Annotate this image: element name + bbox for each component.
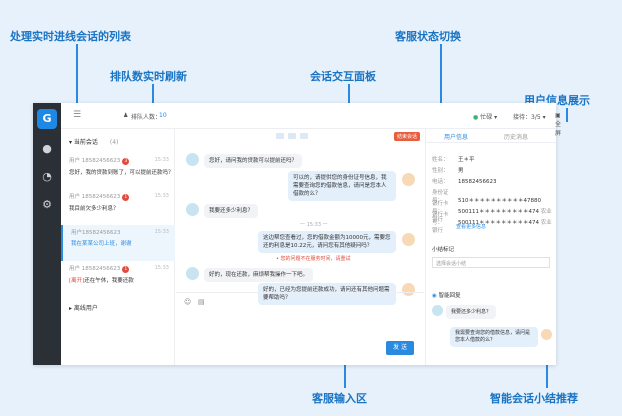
unread-badge: 3 — [122, 158, 130, 165]
list-item-time: 15:33 — [154, 157, 169, 163]
status-dot-icon: ● — [473, 114, 479, 121]
annotation-status: 客服状态切换 — [395, 30, 461, 43]
info-row: 姓名：王＊平 — [432, 157, 475, 163]
info-row: 银行卡号：500111＊＊＊＊＊＊＊＊＊474 农业银行 — [432, 212, 552, 234]
avatar — [402, 233, 415, 246]
summary-label: 小结标记 — [432, 247, 455, 253]
queue-count: 10 — [159, 112, 167, 119]
chat-message: 这边帮您查看过，您的借款金额为10000元，需要您还的利息是10.22元，请问您… — [258, 231, 396, 253]
current-section-header[interactable]: ▾ 当前会话 (4) — [69, 139, 119, 146]
avatar — [402, 173, 415, 186]
list-item-message: 您好，我的贷款到账了，可以提前还款吗？ — [69, 170, 174, 176]
tab-history[interactable]: 历史消息 — [504, 134, 529, 141]
chat-icon[interactable]: ● — [42, 142, 52, 155]
list-item-message: [离开]还在午休，我要还款 — [69, 278, 134, 284]
gear-icon[interactable]: ⚙ — [42, 198, 52, 211]
top-bar: ☰ ♟ 排队人数： 10 ● 忙碌 ▾ 接待：3/5 ▾ ▣ 全屏 — [61, 103, 561, 137]
tag-icon[interactable] — [276, 133, 284, 139]
bank-tag: 农业银行 — [432, 209, 552, 223]
annotation-line-status — [440, 44, 442, 114]
list-item-time: 15:33 — [154, 265, 169, 271]
list-item-active[interactable]: 用户18582456623 15:33 我在某某公司上班，谢谢 — [61, 225, 175, 261]
end-session-button[interactable]: 结束会话 — [393, 132, 420, 141]
smart-reply-title: ◉ 智能回复 — [432, 293, 461, 299]
info-row: 电话：18582456623 — [432, 179, 497, 185]
system-notice: • 您的问题不在服务时间，请重试 — [276, 256, 351, 262]
queue-label: 排队人数： — [131, 114, 162, 121]
menu-icon[interactable]: ☰ — [73, 110, 82, 120]
list-item-message: 我目前欠多少利息？ — [69, 206, 119, 212]
user-info-panel: 用户信息 历史消息 姓名：王＊平 性别：男 电话：18582456623 身份证… — [425, 129, 556, 365]
annotation-input: 客服输入区 — [312, 392, 367, 405]
list-item-message: 我在某某公司上班，谢谢 — [71, 241, 132, 247]
chat-message: 可以的，请提供您的身份证号信息，我需要查询您的借款信息，请问是您本人借款的么？ — [288, 171, 396, 201]
bank-tag: 农业银行 — [432, 220, 552, 234]
chat-message: 好的，已经为您提前还款成功，请问还有其他问题需要帮助吗？ — [258, 283, 396, 305]
user-icon: ♟ — [123, 112, 129, 119]
reception-count[interactable]: 接待：3/5 ▾ — [513, 114, 546, 121]
status-label: 忙碌 — [480, 114, 493, 121]
chat-panel: 结束会话 您好，请问我的贷款可以提前还吗？ 可以的，请提供您的身份证号信息，我需… — [176, 129, 424, 365]
annotation-line-userinfo — [566, 108, 568, 122]
avatar — [432, 305, 443, 316]
unread-badge: 1 — [122, 266, 130, 273]
clock-icon[interactable]: ◔ — [42, 170, 52, 183]
image-icon[interactable]: ▤ — [198, 298, 205, 306]
avatar — [186, 153, 199, 166]
annotation-line-input — [344, 342, 346, 388]
smart-reply-icon: ◉ — [432, 293, 437, 299]
unread-badge: 1 — [122, 194, 130, 201]
app-logo-icon: G — [37, 109, 57, 129]
info-row: 身份证号：510＊＊＊＊＊＊＊＊＊＊47880 — [432, 190, 541, 204]
chat-message: 您好，请问我的贷款可以提前还吗？ — [204, 154, 303, 168]
chat-message: 好的，现在还款，麻烦帮我操作一下吧。 — [204, 268, 314, 282]
fullscreen-button[interactable]: ▣ 全屏 — [555, 112, 562, 137]
avatar — [186, 203, 199, 216]
summary-select[interactable]: 选择会话小结 — [432, 257, 550, 268]
avatar — [541, 329, 552, 340]
tag-icon[interactable] — [300, 133, 308, 139]
annotation-queue: 排队数实时刷新 — [110, 70, 187, 83]
info-row: 银行卡号：500111＊＊＊＊＊＊＊＊＊474 农业银行 — [432, 201, 552, 223]
annotation-line-queue — [152, 84, 154, 114]
send-button[interactable]: 发 送 — [386, 341, 414, 355]
agent-input-area[interactable]: ☺ ▤ 发 送 — [176, 292, 424, 365]
smart-reply-answer[interactable]: 我需要查询您的借款信息，请问是您本人借款的么？ — [450, 327, 538, 347]
avatar — [186, 267, 199, 280]
annotation-line-list — [76, 44, 78, 152]
annotation-chatpanel: 会话交互面板 — [310, 70, 376, 83]
tab-user-info[interactable]: 用户信息 — [444, 134, 469, 141]
tag-icon[interactable] — [288, 133, 296, 139]
chat-message: 我要还多少利息？ — [204, 204, 259, 218]
info-tabs: 用户信息 历史消息 — [426, 129, 556, 143]
list-item-time: 15:33 — [154, 193, 169, 199]
emoji-icon[interactable]: ☺ — [184, 298, 192, 306]
list-item-time: 15:33 — [154, 229, 169, 235]
chat-header: 结束会话 — [176, 129, 424, 141]
offline-section-header[interactable]: ▸ 离线用户 — [69, 305, 98, 312]
app-window: G ● ◔ ⚙ ☰ ♟ 排队人数： 10 ● 忙碌 ▾ 接待：3/5 ▾ ▣ 全… — [33, 103, 561, 365]
time-divider: 一 15:33 一 — [300, 222, 328, 228]
annotation-list: 处理实时进线会话的列表 — [10, 30, 131, 43]
info-row: 性别：男 — [432, 168, 464, 174]
smart-reply-question[interactable]: 我要还多少利息？ — [446, 305, 497, 319]
status-switch[interactable]: ● 忙碌 ▾ — [473, 114, 498, 121]
annotation-summary: 智能会话小结推荐 — [490, 392, 578, 405]
nav-rail: G ● ◔ ⚙ — [33, 103, 61, 365]
more-info-link[interactable]: 查看更多信息 — [456, 224, 487, 230]
current-count: (4) — [109, 139, 119, 146]
